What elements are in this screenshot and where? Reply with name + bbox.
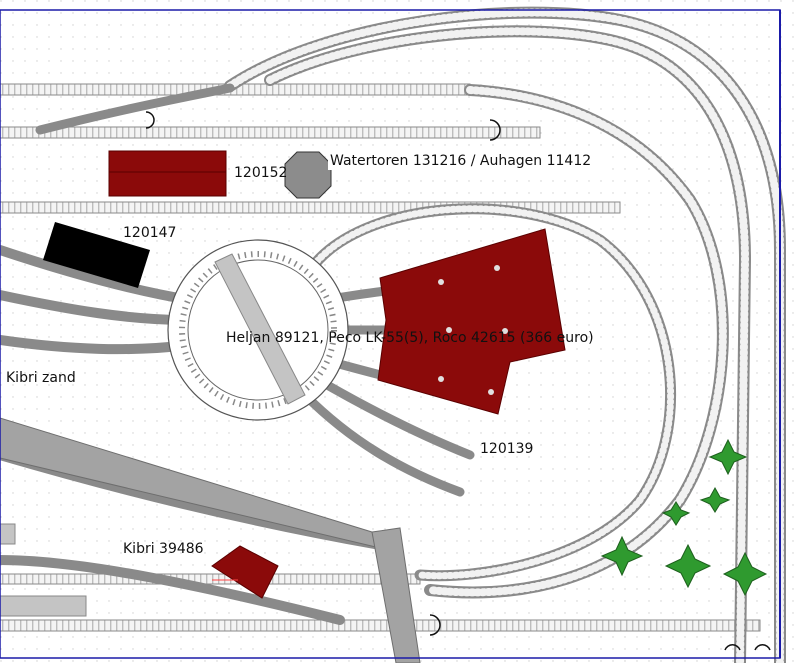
road — [0, 417, 421, 663]
track-spur-2 — [300, 390, 465, 497]
water-tower-icon[interactable] — [284, 151, 332, 199]
buffer-stop-icon — [145, 111, 771, 651]
building-120152[interactable] — [108, 150, 227, 197]
label-120147: 120147 — [123, 225, 176, 241]
tree-icon — [600, 535, 644, 577]
tree-icon — [722, 551, 768, 597]
watertoren-label: Watertoren 131216 / Auhagen 11412 — [330, 153, 591, 169]
tree-icon — [661, 501, 691, 526]
track-third — [0, 201, 621, 214]
label-120139: 120139 — [480, 441, 533, 457]
track-outer-loop-2-ties — [266, 27, 750, 663]
loco-shed[interactable] — [377, 228, 566, 415]
track-upper-switch — [35, 83, 235, 135]
label-120152: 120152 — [234, 165, 287, 181]
turntable-label: Heljan 89121, Peco LK-55(5), Roco 42615 … — [226, 330, 594, 346]
shed-markers — [438, 265, 508, 395]
kibri-39486-label: Kibri 39486 — [123, 541, 204, 557]
building-kibri-39486[interactable] — [211, 545, 279, 599]
tree-icon — [699, 486, 731, 513]
track-lower-diag-2 — [0, 555, 345, 625]
track-spur-1 — [310, 373, 475, 460]
track-outer-loop-1-ties — [226, 8, 784, 663]
trees — [600, 438, 768, 597]
coal-bunker-120147[interactable] — [43, 222, 150, 288]
track-right-curve-ties — [426, 86, 727, 597]
track-bottom-2 — [0, 573, 421, 585]
track-branch-1 — [0, 245, 195, 305]
track-bottom — [0, 619, 761, 632]
turntable-bridge — [214, 253, 306, 405]
track-branch-3 — [0, 335, 195, 355]
tree-icon — [708, 438, 748, 476]
tree-icon — [664, 543, 712, 589]
track-branch-2 — [0, 290, 190, 325]
track-inner-loop-ties — [306, 205, 675, 580]
watertoren-label-bg — [328, 150, 603, 170]
turntable[interactable] — [167, 239, 349, 421]
kibri-zand-label: Kibri zand — [6, 370, 76, 386]
track-second — [0, 126, 541, 139]
